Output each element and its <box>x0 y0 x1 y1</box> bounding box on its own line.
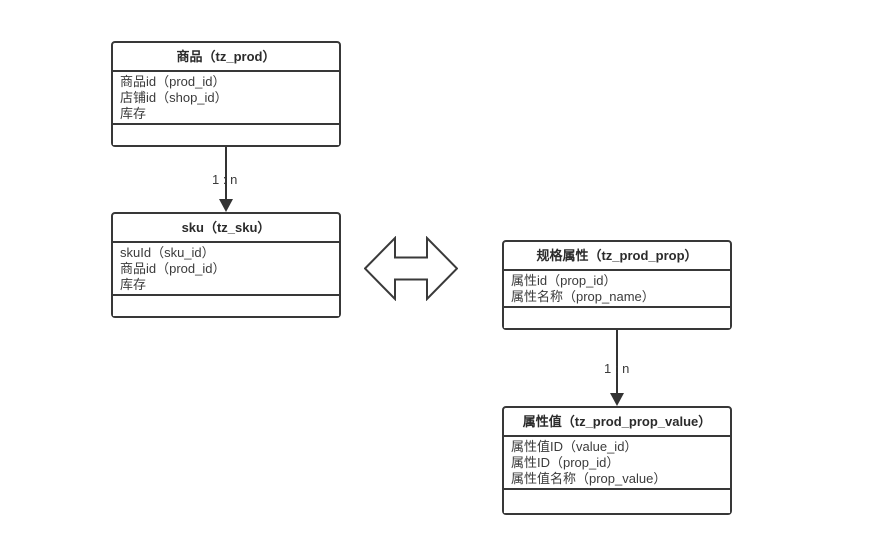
field-row: 商品id（prod_id） <box>120 261 226 276</box>
entity-footer-empty <box>504 488 730 513</box>
entity-footer-empty <box>504 306 730 328</box>
entity-title-prod-prop-value: 属性值（tz_prod_prop_value） <box>504 408 730 437</box>
entity-table-prod-prop: 规格属性（tz_prod_prop） 属性id（prop_id） 属性名称（pr… <box>502 240 732 330</box>
entity-fields-prod-prop-value: 属性值ID（value_id） 属性ID（prop_id） 属性值名称（prop… <box>504 437 730 488</box>
entity-fields-sku: skuId（sku_id） 商品id（prod_id） 库存 <box>113 243 339 294</box>
arrowhead-down-icon <box>610 393 624 406</box>
field-row: 属性值ID（value_id） <box>511 439 638 454</box>
entity-table-prod: 商品（tz_prod） 商品id（prod_id） 店铺id（shop_id） … <box>111 41 341 147</box>
field-row: 属性ID（prop_id） <box>511 455 620 470</box>
field-row: 商品id（prod_id） <box>120 74 226 89</box>
entity-table-prod-prop-value: 属性值（tz_prod_prop_value） 属性值ID（value_id） … <box>502 406 732 515</box>
entity-title-sku: sku（tz_sku） <box>113 214 339 243</box>
entity-fields-prod: 商品id（prod_id） 店铺id（shop_id） 库存 <box>113 72 339 123</box>
connector-line-prod-sku <box>225 147 227 199</box>
connector-line-prop-propvalue <box>616 330 618 394</box>
entity-footer-empty <box>113 294 339 316</box>
field-row: 库存 <box>120 277 147 292</box>
entity-title-prod: 商品（tz_prod） <box>113 43 339 72</box>
field-row: skuId（sku_id） <box>120 245 215 260</box>
field-row: 属性id（prop_id） <box>511 273 617 288</box>
entity-title-prod-prop: 规格属性（tz_prod_prop） <box>504 242 730 271</box>
entity-fields-prod-prop: 属性id（prop_id） 属性名称（prop_name） <box>504 271 730 306</box>
field-row: 属性值名称（prop_value） <box>511 471 667 486</box>
connector-label-prop-propvalue: 1 : n <box>604 361 630 376</box>
connector-label-prod-sku: 1 : n <box>212 172 238 187</box>
bidirectional-arrow-shape <box>364 236 458 301</box>
arrowhead-down-icon <box>219 199 233 212</box>
entity-table-sku: sku（tz_sku） skuId（sku_id） 商品id（prod_id） … <box>111 212 341 318</box>
field-row: 店铺id（shop_id） <box>120 90 228 105</box>
field-row: 库存 <box>120 106 147 121</box>
field-row: 属性名称（prop_name） <box>511 289 655 304</box>
entity-footer-empty <box>113 123 339 145</box>
